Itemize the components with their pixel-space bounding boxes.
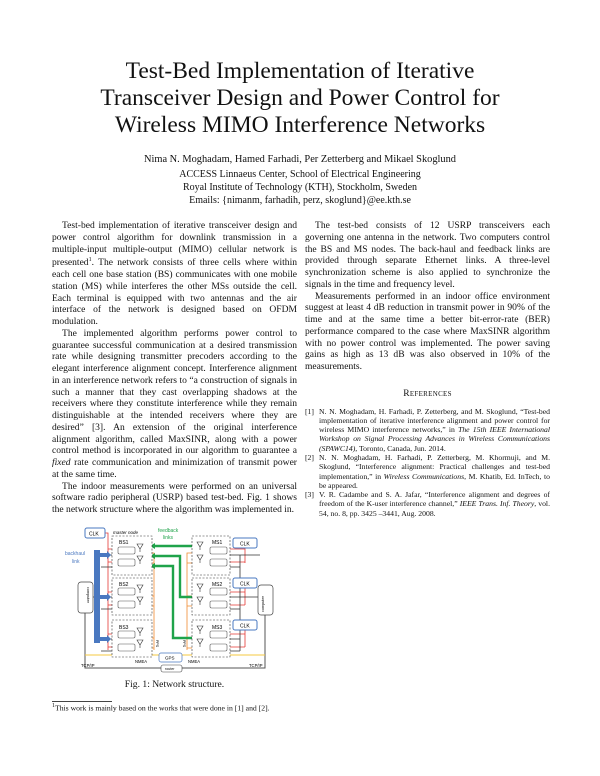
clk-label: CLK bbox=[240, 542, 250, 548]
reference-item: [3] V. R. Cadambe and S. A. Jafar, “Inter… bbox=[305, 490, 550, 518]
feedback-label: feedback bbox=[158, 528, 179, 534]
text: N. N. Moghadam, H. Farhadi, P. Zetterber… bbox=[319, 406, 550, 435]
router-label: router bbox=[165, 667, 175, 671]
right-column: The test-bed consists of 12 USRP transce… bbox=[305, 220, 550, 518]
clk-label: CLK bbox=[240, 582, 250, 588]
title-line: Test-Bed Implementation of Iterative bbox=[125, 58, 475, 84]
computer-left: computer bbox=[77, 581, 94, 614]
paragraph: The implemented algorithm performs power… bbox=[52, 328, 297, 481]
backhaul-bar bbox=[94, 550, 100, 643]
figure-caption: Fig. 1: Network structure. bbox=[124, 679, 225, 690]
footnote-text: This work is mainly based on the works t… bbox=[55, 703, 270, 713]
footnote-mark: 1 bbox=[52, 703, 55, 709]
master-node-label: master node bbox=[113, 530, 139, 535]
paragraph: The test-bed consists of 12 USRP transce… bbox=[305, 220, 550, 290]
ms1-label: MS1 bbox=[212, 540, 223, 546]
computer-label: computer bbox=[86, 587, 90, 604]
title-line: Wireless MIMO Interference Networks bbox=[114, 112, 486, 138]
clk-box: CLK bbox=[84, 527, 106, 539]
text: Wireless Communications bbox=[383, 471, 465, 481]
text: fixed bbox=[52, 457, 71, 469]
backhaul-label: backhaul bbox=[65, 551, 85, 557]
footnote-mark: 1 bbox=[88, 257, 92, 264]
nmea-label: NMEA bbox=[135, 659, 147, 664]
computer-label: computer bbox=[261, 595, 265, 612]
reference-item: [1] N. N. Moghadam, H. Farhadi, P. Zetter… bbox=[305, 407, 550, 453]
text: V. R. Cadambe and S. A. Jafar, “Interfer… bbox=[319, 490, 550, 509]
clk-box: CLK bbox=[232, 619, 258, 631]
reference-item: [2] N. N. Moghadam, H. Farhadi, P. Zetter… bbox=[305, 453, 550, 490]
network-structure-figure: backhaul link feedback links CLK CLK CLK… bbox=[65, 527, 274, 673]
text: , Toronto, Canada, Jun. 2014. bbox=[355, 443, 446, 453]
tcpip-label: TCP/IP bbox=[81, 663, 95, 668]
title-line: Transceiver Design and Power Control for bbox=[100, 85, 500, 111]
clk-label: CLK bbox=[240, 624, 250, 630]
text: The implemented algorithm performs power… bbox=[52, 327, 297, 457]
clk-label: CLK bbox=[89, 532, 99, 538]
affiliation: ACCESS Linnaeus Center, School of Electr… bbox=[179, 169, 421, 180]
left-column: Test-bed implementation of iterative tra… bbox=[52, 220, 297, 516]
computer-right: computer bbox=[257, 584, 274, 616]
footnote-divider bbox=[52, 701, 112, 702]
ms2-label: MS2 bbox=[212, 582, 223, 588]
references-heading: References bbox=[403, 388, 452, 399]
feedback-label: links bbox=[163, 535, 174, 541]
bs1-label: BS1 bbox=[119, 540, 129, 546]
emails: Emails: {nimanm, farhadih, perz, skoglun… bbox=[189, 195, 411, 206]
pps-label: PPS bbox=[155, 640, 159, 648]
nmea-label: NMEA bbox=[188, 659, 200, 664]
backhaul-arrows bbox=[100, 551, 111, 643]
authors: Nima N. Moghadam, Hamed Farhadi, Per Zet… bbox=[143, 154, 457, 165]
ms3-label: MS3 bbox=[212, 625, 223, 631]
ref-num: [3] bbox=[305, 490, 314, 500]
ms2-node bbox=[191, 577, 231, 616]
text: The 15th IEEE International Workshop on … bbox=[319, 425, 551, 453]
gps-box: GPS bbox=[158, 652, 183, 663]
backhaul-label: link bbox=[72, 559, 80, 565]
paragraph: Test-bed implementation of iterative tra… bbox=[52, 220, 297, 328]
text: IEEE Trans. Inf. Theory bbox=[459, 499, 535, 509]
antenna-icons bbox=[136, 541, 204, 648]
bs2-node bbox=[111, 577, 153, 616]
footnote: 1This work is mainly based on the works … bbox=[52, 703, 312, 713]
paragraph: The indoor measurements were performed o… bbox=[52, 480, 297, 516]
text: N. N. Moghadam, H. Farhadi, P. Zetterber… bbox=[319, 452, 550, 481]
bs3-node bbox=[111, 619, 153, 658]
text: rate communication and minimization of t… bbox=[52, 457, 297, 480]
transceivers bbox=[117, 546, 228, 652]
clk-box: CLK bbox=[232, 537, 258, 549]
text: . The network consists of three cells wh… bbox=[52, 257, 297, 328]
text: , vol. 54, no. 8, pp. 3425 –3441, Aug. 2… bbox=[319, 499, 550, 518]
ref-num: [2] bbox=[305, 452, 314, 462]
ms3-node bbox=[191, 619, 231, 658]
bs3-label: BS3 bbox=[119, 625, 129, 631]
bs1-node bbox=[111, 535, 153, 576]
feedback-links bbox=[154, 544, 192, 640]
ms1-node bbox=[191, 535, 231, 576]
text: Test-bed implementation of iterative tra… bbox=[52, 220, 297, 269]
bs2-label: BS2 bbox=[119, 582, 129, 588]
tcpip-label: TCP/IP bbox=[249, 663, 263, 668]
ref-num: [1] bbox=[305, 406, 314, 416]
paragraph: Measurements performed in an indoor offi… bbox=[305, 290, 550, 373]
paper-title: Test-Bed Implementation of Iterative Tra… bbox=[0, 58, 600, 139]
affiliation: Royal Institute of Technology (KTH), Sto… bbox=[182, 182, 418, 193]
clk-box: CLK bbox=[232, 577, 258, 589]
text: , M. Khatib, Ed. InTech, to be appeared. bbox=[319, 471, 550, 490]
pps-label: PPS bbox=[182, 640, 186, 648]
router-box: router bbox=[160, 664, 183, 673]
gps-label: GPS bbox=[165, 656, 175, 661]
